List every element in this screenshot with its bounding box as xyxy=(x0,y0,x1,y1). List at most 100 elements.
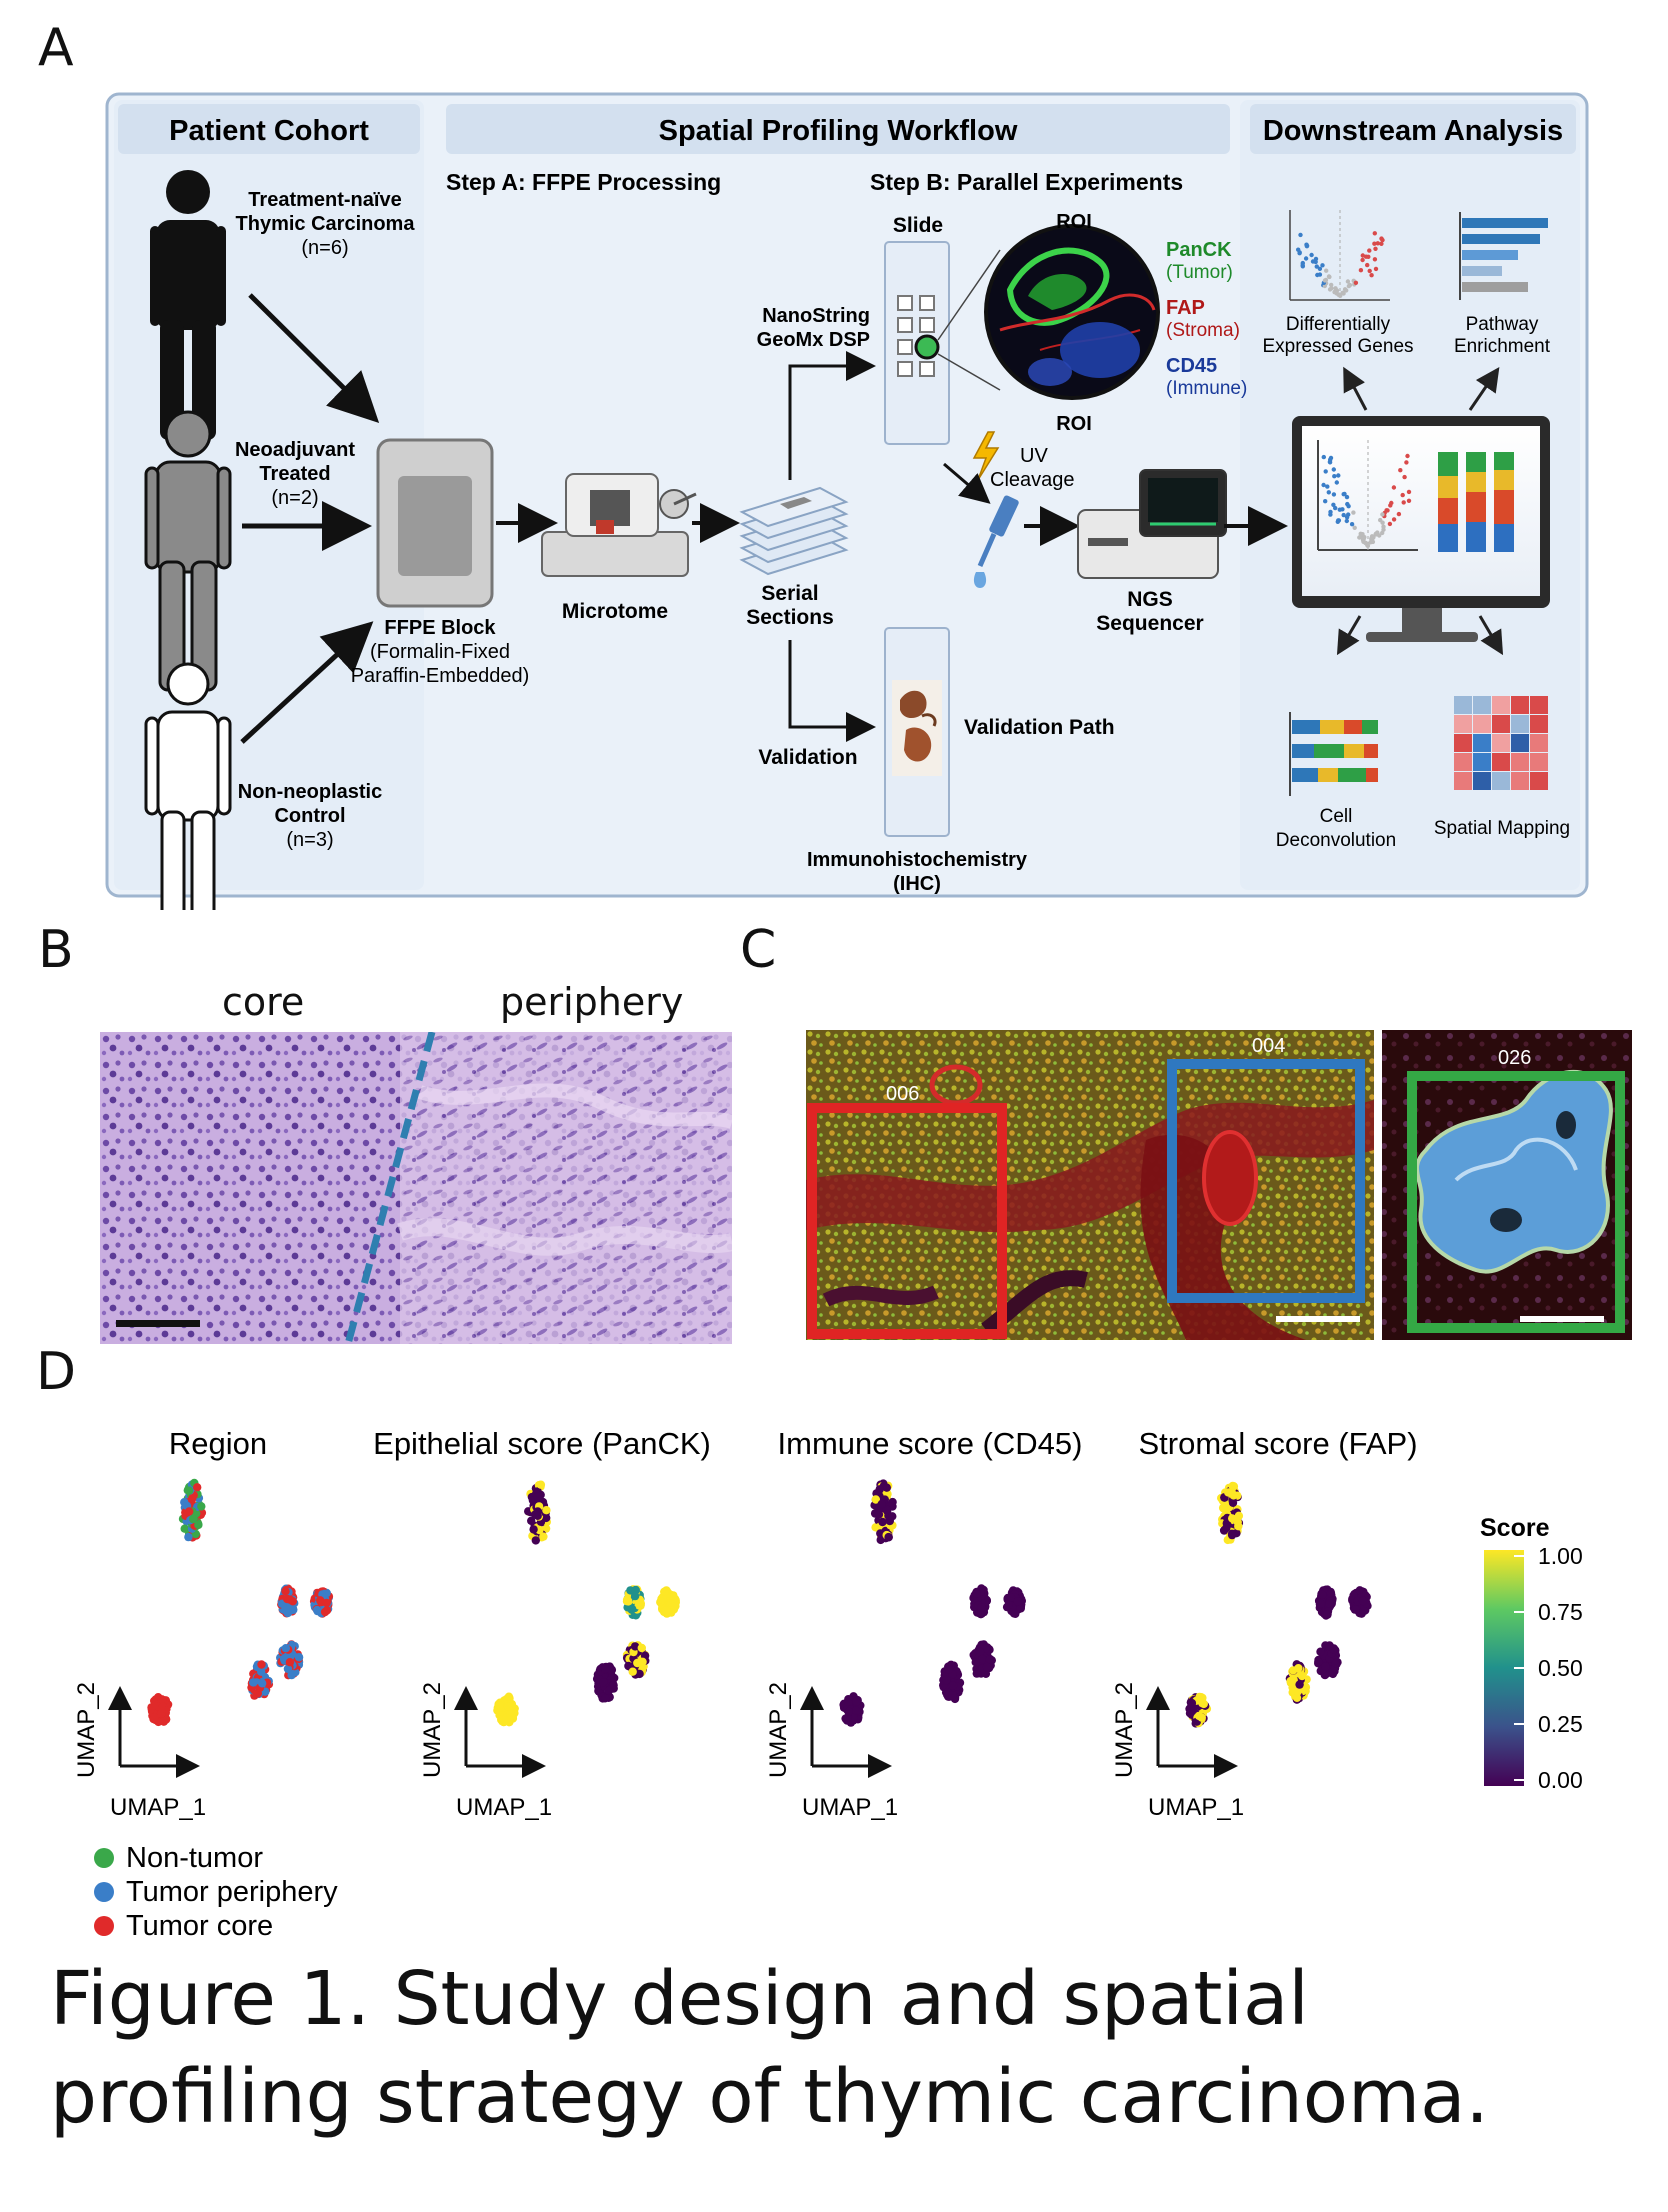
ffpe-sub2: Paraffin-Embedded) xyxy=(351,665,530,687)
panel-label-c: C xyxy=(740,920,777,980)
marker-fap-desc: (Stroma) xyxy=(1166,320,1240,341)
pathway-label-1: Pathway xyxy=(1466,314,1539,335)
validation-label: Validation xyxy=(758,746,857,769)
pipette-icon xyxy=(973,495,1019,588)
person-icon-treatment-naive xyxy=(150,170,226,440)
serial-label-2: Sections xyxy=(746,606,834,629)
umap-title-region: Region xyxy=(169,1426,267,1461)
arrow-monitor-deg xyxy=(1343,366,1368,411)
umap-title-epithelial: Epithelial score (PanCK) xyxy=(373,1426,711,1461)
roi-label-004: 004 xyxy=(1252,1035,1285,1057)
colorbar-tick-5: 0.00 xyxy=(1538,1767,1583,1793)
pathway-label-2: Enrichment xyxy=(1454,336,1551,357)
colorbar-title: Score xyxy=(1480,1514,1550,1542)
umap-title-immune: Immune score (CD45) xyxy=(778,1426,1083,1461)
umap-xlabel-1: UMAP_1 xyxy=(456,1794,552,1821)
arrow-cohort1-ffpe xyxy=(248,293,380,424)
serial-label-1: Serial xyxy=(761,582,818,605)
arrow-monitor-spatial xyxy=(1478,615,1504,656)
umap-title-stromal: Stromal score (FAP) xyxy=(1138,1426,1417,1461)
colorbar-tick-2: 0.75 xyxy=(1538,1599,1583,1625)
header-downstream-bar xyxy=(1250,104,1576,154)
ffpe-sub1: (Formalin-Fixed xyxy=(370,641,510,663)
arrow-cohort3-ffpe xyxy=(240,621,374,744)
ffpe-title: FFPE Block xyxy=(384,617,496,639)
panel-c-fluorescence: 006 004 026 xyxy=(806,1030,1632,1340)
arrow-sections-geomx xyxy=(788,351,876,480)
step-b-label: Step B: Parallel Experiments xyxy=(870,169,1183,195)
slide-label: Slide xyxy=(893,214,943,237)
marker-panck-desc: (Tumor) xyxy=(1166,262,1233,283)
cohort-3-n: (n=3) xyxy=(286,829,333,851)
umap-xlabel-3: UMAP_1 xyxy=(1148,1794,1244,1821)
deg-label-1: Differentially xyxy=(1286,314,1391,335)
deg-label-2: Expressed Genes xyxy=(1262,336,1413,357)
workflow-frame xyxy=(105,92,1589,898)
header-workflow: Spatial Profiling Workflow xyxy=(659,115,1018,147)
roi-label-top: ROI xyxy=(1056,211,1092,233)
umap-panel-1: UMAP_1 UMAP_2 xyxy=(419,1480,680,1821)
scale-bar-c-left xyxy=(1276,1316,1360,1322)
spatial-mapping-icon xyxy=(1454,696,1548,790)
microtome-icon xyxy=(541,473,697,577)
roi-label-bottom: ROI xyxy=(1056,413,1092,435)
ngs-label-1: NGS xyxy=(1127,588,1173,611)
ihc-label-1: Immunohistochemistry xyxy=(807,849,1028,871)
umap-ylabel-0: UMAP_2 xyxy=(73,1682,100,1778)
panel-d-umap: Region Epithelial score (PanCK) Immune s… xyxy=(73,1426,1583,1940)
spatial-label: Spatial Mapping xyxy=(1434,818,1570,839)
cohort-2-line1: Neoadjuvant xyxy=(235,439,355,461)
roi-box-004 xyxy=(1167,1059,1365,1303)
ngs-label-2: Sequencer xyxy=(1096,612,1203,635)
validation-path-label: Validation Path xyxy=(964,716,1115,739)
core-label: core xyxy=(222,980,305,1024)
arrow-monitor-pathway xyxy=(1468,367,1500,411)
cohort-3-line1: Non-neoplastic xyxy=(238,781,382,803)
cell-label-1: Cell xyxy=(1320,806,1353,827)
header-cohort-bar xyxy=(118,104,420,154)
scale-bar-b xyxy=(116,1320,200,1327)
colorbar-tick-3: 0.50 xyxy=(1538,1655,1583,1681)
uv-label-1: UV xyxy=(1020,445,1048,467)
scale-bar-c-right xyxy=(1520,1316,1604,1322)
he-histology-image xyxy=(100,1032,732,1344)
header-downstream: Downstream Analysis xyxy=(1263,115,1563,147)
panel-label-b: B xyxy=(38,920,74,980)
marker-cd45-desc: (Immune) xyxy=(1166,378,1247,399)
colorbar-tick-1: 1.00 xyxy=(1538,1543,1583,1569)
cohort-1-line1: Treatment-naïve xyxy=(248,189,401,211)
umap-ylabel-1: UMAP_2 xyxy=(419,1682,446,1778)
cohort-1-line2: Thymic Carcinoma xyxy=(236,213,416,235)
roi-label-006: 006 xyxy=(886,1083,919,1105)
figure-caption: Figure 1. Study design and spatial profi… xyxy=(50,1956,1489,2140)
roi-box-006 xyxy=(807,1103,1007,1339)
umap-panels: UMAP_1UMAP_2UMAP_1UMAP_2UMAP_1UMAP_2UMAP… xyxy=(73,1478,1372,1821)
roi-fluorescence-icon xyxy=(984,224,1160,400)
nanostring-2: GeoMx DSP xyxy=(757,329,870,351)
roi-box-026 xyxy=(1407,1071,1625,1333)
panel-label-a: A xyxy=(38,18,74,78)
header-cohort: Patient Cohort xyxy=(169,115,369,147)
panel-a-workflow: Patient Cohort Spatial Profiling Workflo… xyxy=(105,92,1589,910)
person-icon-control xyxy=(144,662,232,910)
legend-dot-non-tumor xyxy=(94,1848,114,1868)
colorbar-tick-4: 0.25 xyxy=(1538,1711,1583,1737)
umap-xlabel-0: UMAP_1 xyxy=(110,1794,206,1821)
stacked-bars-mini xyxy=(1438,452,1514,552)
nanostring-1: NanoString xyxy=(762,305,870,327)
marker-panck: PanCK xyxy=(1166,239,1232,261)
legend-label-non-tumor: Non-tumor xyxy=(126,1842,263,1874)
volcano-plot-mini xyxy=(1321,453,1412,548)
microtome-label: Microtome xyxy=(562,600,668,623)
legend-dot-core xyxy=(94,1916,114,1936)
cohort-2-line2: Treated xyxy=(259,463,330,485)
umap-ylabel-2: UMAP_2 xyxy=(765,1682,792,1778)
panel-label-d: D xyxy=(36,1342,77,1402)
umap-panel-0: UMAP_1 UMAP_2 xyxy=(73,1478,334,1821)
core-periphery-boundary xyxy=(344,1032,436,1344)
selected-roi-marker xyxy=(914,334,940,360)
serial-sections-icon xyxy=(739,486,849,576)
ngs-sequencer-icon xyxy=(1077,469,1227,579)
